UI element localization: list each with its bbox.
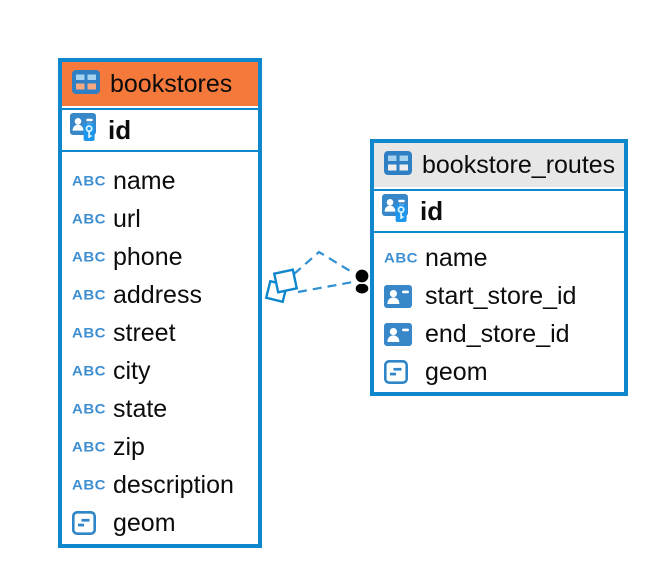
- column-name-label: city: [113, 356, 151, 385]
- column-type-icon-slot: ABC: [72, 439, 106, 456]
- text-type-icon: ABC: [72, 325, 106, 341]
- text-type-icon: ABC: [72, 477, 106, 493]
- column-name-label: start_store_id: [425, 281, 577, 310]
- column-name-label: name: [425, 243, 488, 272]
- column-type-icon-slot: ABC: [72, 287, 106, 304]
- geometry-type-icon: [384, 360, 408, 384]
- er-table-bookstores[interactable]: bookstores id ABC name ABC url ABC phone…: [58, 58, 262, 548]
- column-row-zip[interactable]: ABC zip: [62, 428, 258, 466]
- column-name-label: street: [113, 318, 176, 347]
- table-title: bookstores: [110, 69, 233, 98]
- column-row-name[interactable]: ABC name: [374, 239, 624, 277]
- column-row-geom[interactable]: geom: [62, 504, 258, 542]
- column-type-icon-slot: ABC: [72, 363, 106, 380]
- column-row-name[interactable]: ABC name: [62, 162, 258, 200]
- column-row-phone[interactable]: ABC phone: [62, 238, 258, 276]
- text-type-icon: ABC: [72, 249, 106, 265]
- column-type-icon-slot: ABC: [72, 249, 106, 266]
- primary-key-row[interactable]: id: [62, 110, 258, 150]
- header-divider: [62, 108, 258, 110]
- text-type-icon: ABC: [72, 173, 106, 189]
- relationship-line-lower[interactable]: [297, 280, 354, 294]
- primary-key-label: id: [108, 114, 132, 145]
- column-row-city[interactable]: ABC city: [62, 352, 258, 390]
- geometry-type-icon: [72, 511, 96, 535]
- primary-key-row[interactable]: id: [374, 191, 624, 231]
- column-name-label: address: [113, 280, 202, 309]
- table-header[interactable]: bookstore_routes: [374, 143, 624, 187]
- primary-key-label: id: [420, 195, 444, 226]
- table-header[interactable]: bookstores: [62, 62, 258, 106]
- column-name-label: geom: [113, 508, 176, 537]
- column-row-address[interactable]: ABC address: [62, 276, 258, 314]
- table-icon: [72, 69, 100, 94]
- column-row-geom[interactable]: geom: [374, 353, 624, 391]
- column-row-description[interactable]: ABC description: [62, 466, 258, 504]
- table-title: bookstore_routes: [422, 150, 616, 179]
- column-row-end_store_id[interactable]: end_store_id: [374, 315, 624, 353]
- text-type-icon: ABC: [72, 287, 106, 303]
- text-type-icon: ABC: [72, 363, 106, 379]
- column-type-icon-slot: [384, 322, 416, 346]
- column-row-street[interactable]: ABC street: [62, 314, 258, 352]
- column-type-icon-slot: ABC: [72, 325, 106, 342]
- column-row-start_store_id[interactable]: start_store_id: [374, 277, 624, 315]
- primary-key-icon: [70, 113, 100, 147]
- column-name-label: zip: [113, 432, 145, 461]
- column-name-label: name: [113, 166, 176, 195]
- column-row-state[interactable]: ABC state: [62, 390, 258, 428]
- table-icon: [384, 150, 412, 180]
- column-type-icon-slot: [384, 284, 416, 308]
- primary-key-icon: [382, 194, 408, 222]
- primary-key-icon: [382, 194, 412, 228]
- column-type-icon-slot: ABC: [384, 250, 418, 267]
- table-icon: [384, 150, 412, 175]
- reference-id-card-icon: [384, 322, 412, 346]
- columns-section: ABC name start_store_id end_store_id geo…: [374, 233, 624, 392]
- column-name-label: description: [113, 470, 234, 499]
- text-type-icon: ABC: [72, 401, 106, 417]
- column-type-icon-slot: ABC: [72, 401, 106, 418]
- table-icon: [72, 69, 100, 99]
- relationship-target-marker-dot-icon[interactable]: [353, 267, 370, 294]
- primary-key-divider: [62, 150, 258, 152]
- column-name-label: url: [113, 204, 141, 233]
- columns-section: ABC name ABC url ABC phone ABC address A…: [62, 152, 258, 544]
- primary-key-icon: [70, 113, 96, 141]
- column-type-icon-slot: [72, 511, 104, 535]
- column-name-label: geom: [425, 357, 488, 386]
- reference-id-card-icon: [384, 284, 412, 308]
- er-table-bookstore_routes[interactable]: bookstore_routes id ABC name start_store…: [370, 139, 628, 396]
- text-type-icon: ABC: [384, 250, 418, 266]
- column-name-label: end_store_id: [425, 319, 570, 348]
- header-divider: [374, 189, 624, 191]
- text-type-icon: ABC: [72, 211, 106, 227]
- column-type-icon-slot: ABC: [72, 477, 106, 494]
- primary-key-divider: [374, 231, 624, 233]
- column-type-icon-slot: ABC: [72, 211, 106, 228]
- column-type-icon-slot: ABC: [72, 173, 106, 190]
- relationship-line-upper[interactable]: [293, 250, 356, 275]
- column-type-icon-slot: [384, 360, 416, 384]
- relationship-source-marker-stacked-squares-icon[interactable]: [264, 268, 299, 304]
- column-row-url[interactable]: ABC url: [62, 200, 258, 238]
- text-type-icon: ABC: [72, 439, 106, 455]
- column-name-label: phone: [113, 242, 183, 271]
- column-name-label: state: [113, 394, 168, 423]
